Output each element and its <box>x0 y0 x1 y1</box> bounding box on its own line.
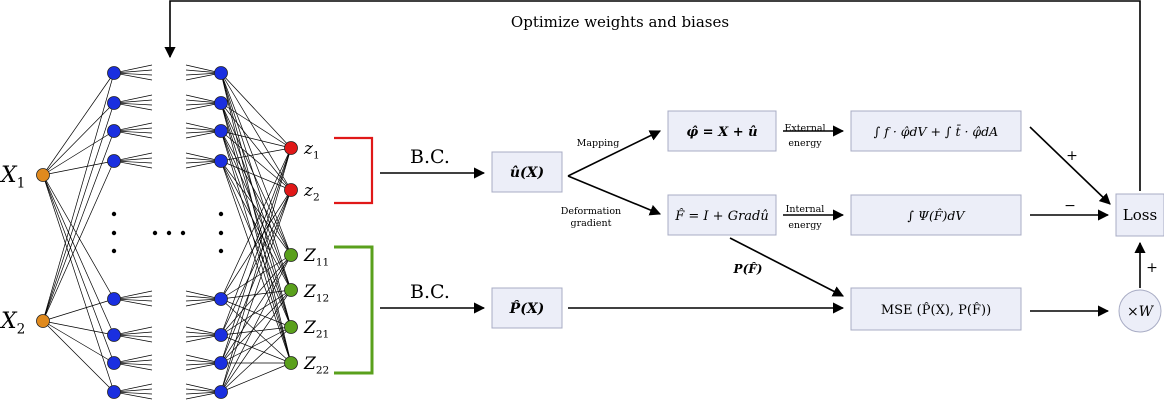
ellipsis-dot-h-1 <box>166 230 172 236</box>
hidden-node-l2-1 <box>214 66 228 80</box>
ellipsis-dot-l2-0 <box>218 211 224 217</box>
bc-label-top: B.C. <box>410 146 450 168</box>
hidden-node-l2-5 <box>214 292 228 306</box>
hidden-node-l1-3 <box>107 124 121 138</box>
output-label-1: z1 <box>303 139 320 161</box>
ellipsis-dot-l2-2 <box>218 248 224 254</box>
plus-sign-2: + <box>1146 260 1158 276</box>
p-box <box>491 287 563 329</box>
phi-box-label: φ̂ = X + û <box>686 125 757 140</box>
hidden-node-l2-2 <box>214 96 228 110</box>
hidden-node-l2-6 <box>214 328 228 342</box>
f-box-label: F̂ = I + Gradû <box>674 208 769 224</box>
weight-circle <box>1118 289 1162 333</box>
ellipsis-dot-l1-0 <box>111 211 117 217</box>
mse-formula: MSE (P̂(X), P(F̂)) <box>881 302 991 318</box>
green-bracket <box>334 245 374 375</box>
hidden-node-l1-6 <box>107 328 121 342</box>
output-label-6: Z22 <box>303 354 329 376</box>
network-connections <box>42 64 292 400</box>
hidden-node-l2-8 <box>214 385 228 399</box>
input-node-1 <box>36 168 50 182</box>
hidden-node-l2-7 <box>214 356 228 370</box>
external-energy-box <box>850 110 1022 152</box>
output-Z-node-2 <box>284 283 298 297</box>
output-Z-node-3 <box>284 320 298 334</box>
hidden-node-l2-3 <box>214 124 228 138</box>
output-label-2: z2 <box>303 181 320 203</box>
plus-sign-1: + <box>1066 148 1078 164</box>
internal-energy-formula: ∫ Ψ(F̂)dV <box>908 208 967 223</box>
output-Z-node-1 <box>284 248 298 262</box>
internal-label: Internal <box>786 204 825 215</box>
u-box-label: û(X) <box>510 165 544 181</box>
output-label-3: Z11 <box>303 246 329 268</box>
hidden-node-l1-4 <box>107 154 121 168</box>
output-Z-node-4 <box>284 356 298 370</box>
input-node-2 <box>36 314 50 328</box>
hidden-node-l1-7 <box>107 356 121 370</box>
external-label: External <box>784 123 825 134</box>
p-box-label: P̂(X) <box>509 299 545 317</box>
mse-box <box>850 287 1022 331</box>
hidden-node-l1-5 <box>107 292 121 306</box>
hidden-node-l1-8 <box>107 385 121 399</box>
external-energy-label: energy <box>788 138 822 149</box>
bc-label-bottom: B.C. <box>410 281 450 303</box>
output-z-node-1 <box>284 141 298 155</box>
external-energy-formula: ∫ f · φ̂dV + ∫ t̄ · φ̂dA <box>874 123 998 139</box>
hidden-node-l2-4 <box>214 154 228 168</box>
output-z-node-2 <box>284 183 298 197</box>
gradient-label: gradient <box>571 218 612 229</box>
ellipsis-dot-l1-1 <box>111 230 117 236</box>
input-label-1: X1 <box>0 163 25 192</box>
mapping-label: Mapping <box>577 138 620 149</box>
loss-label: Loss <box>1123 206 1157 224</box>
hidden-node-l1-2 <box>107 96 121 110</box>
hidden-node-l1-1 <box>107 66 121 80</box>
red-bracket <box>334 136 374 205</box>
internal-energy-label: energy <box>788 220 822 231</box>
weight-label: ×W <box>1127 304 1155 320</box>
internal-energy-box <box>850 194 1022 236</box>
u-box <box>491 151 563 193</box>
input-label-2: X2 <box>0 309 25 338</box>
phi-box <box>667 110 777 152</box>
f-box <box>667 194 777 236</box>
deformation-label: Deformation <box>561 206 621 217</box>
top-label: Optimize weights and biases <box>511 13 729 31</box>
loss-box <box>1115 193 1164 237</box>
ellipsis-dot-h-2 <box>180 230 186 236</box>
ellipsis-dot-l2-1 <box>218 230 224 236</box>
output-label-4: Z12 <box>303 282 329 304</box>
minus-sign: − <box>1064 198 1076 214</box>
ellipsis-dot-l1-2 <box>111 248 117 254</box>
output-label-5: Z21 <box>303 318 329 340</box>
ellipsis-dot-h-0 <box>152 230 158 236</box>
pf-label: P(F̂) <box>733 261 763 276</box>
